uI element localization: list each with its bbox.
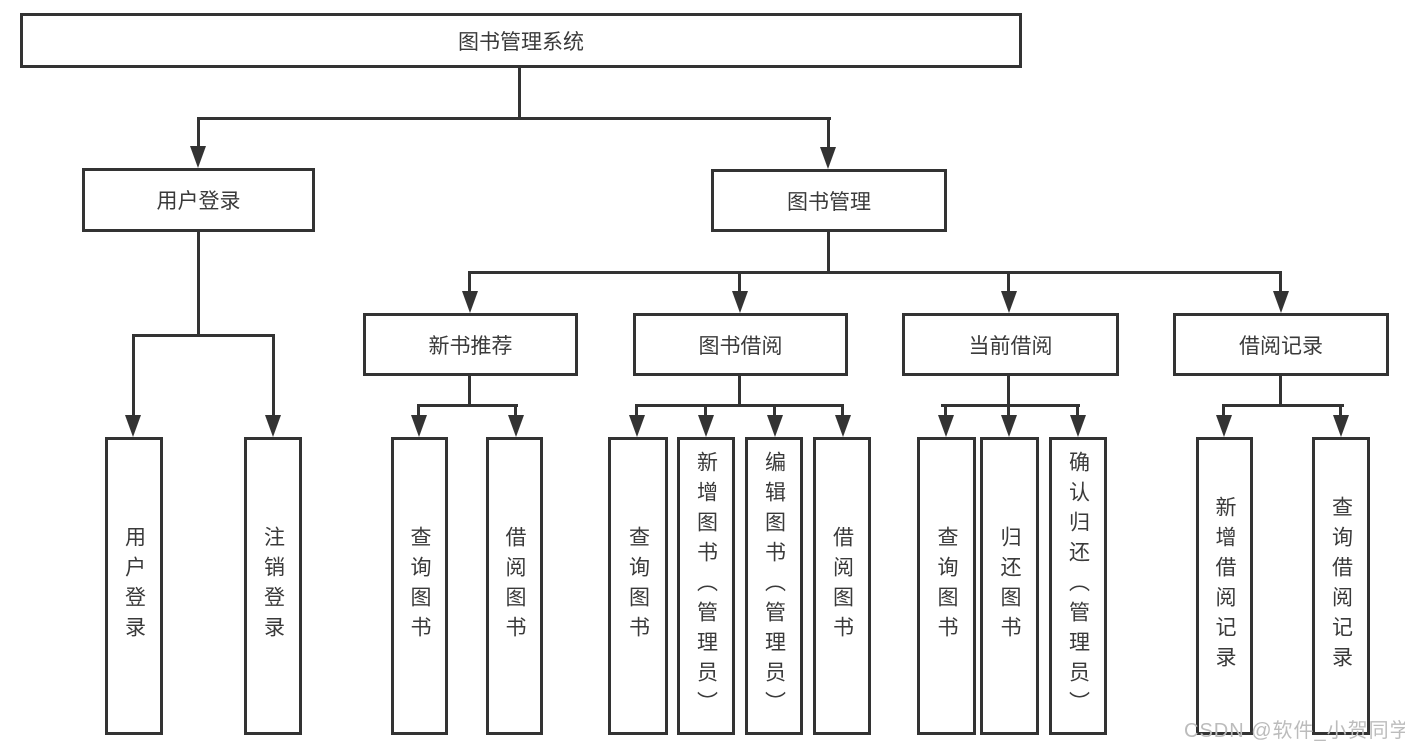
leaf-label: 查询图书 bbox=[626, 526, 650, 646]
arrowhead-down-icon bbox=[411, 415, 427, 437]
leaf-borrow-books: 借阅图书 bbox=[813, 437, 871, 735]
connector-line bbox=[132, 334, 135, 430]
node-new-book-recommend: 新书推荐 bbox=[363, 313, 578, 376]
connector-line bbox=[468, 271, 1282, 274]
arrowhead-down-icon bbox=[820, 147, 836, 169]
leaf-label: 确认归还（管理员） bbox=[1066, 451, 1090, 721]
leaf-label: 编辑图书（管理员） bbox=[762, 451, 786, 721]
connector-line bbox=[197, 117, 831, 120]
arrowhead-down-icon bbox=[835, 415, 851, 437]
leaf-label: 借阅图书 bbox=[503, 526, 526, 646]
arrowhead-down-icon bbox=[1216, 415, 1232, 437]
connector-line bbox=[468, 376, 471, 407]
node-borrow-records: 借阅记录 bbox=[1173, 313, 1389, 376]
arrowhead-down-icon bbox=[462, 291, 478, 313]
arrowhead-down-icon bbox=[732, 291, 748, 313]
connector-line bbox=[635, 404, 844, 407]
connector-line bbox=[417, 404, 518, 407]
connector-line bbox=[738, 376, 741, 407]
node-book-borrow: 图书借阅 bbox=[633, 313, 848, 376]
arrowhead-down-icon bbox=[125, 415, 141, 437]
leaf-query-borrow-record: 查询借阅记录 bbox=[1312, 437, 1370, 735]
connector-line bbox=[738, 271, 741, 307]
connector-line bbox=[197, 117, 200, 161]
connector-line bbox=[827, 117, 830, 162]
arrowhead-down-icon bbox=[629, 415, 645, 437]
arrowhead-down-icon bbox=[508, 415, 524, 437]
arrowhead-down-icon bbox=[698, 415, 714, 437]
arrowhead-down-icon bbox=[1333, 415, 1349, 437]
connector-line bbox=[197, 232, 200, 336]
connector-line bbox=[1279, 376, 1282, 407]
leaf-edit-book-admin: 编辑图书（管理员） bbox=[745, 437, 803, 735]
leaf-label: 查询图书 bbox=[935, 526, 958, 646]
leaf-label: 借阅图书 bbox=[830, 526, 854, 646]
connector-line bbox=[1222, 404, 1344, 407]
connector-line bbox=[1279, 271, 1282, 307]
leaf-user-login: 用户登录 bbox=[105, 437, 163, 735]
arrowhead-down-icon bbox=[190, 146, 206, 168]
connector-line bbox=[468, 271, 471, 307]
leaf-label: 注销登录 bbox=[261, 526, 285, 646]
leaf-add-borrow-record: 新增借阅记录 bbox=[1196, 437, 1253, 735]
arrowhead-down-icon bbox=[767, 415, 783, 437]
arrowhead-down-icon bbox=[1273, 291, 1289, 313]
leaf-query-books-recommend: 查询图书 bbox=[391, 437, 448, 735]
leaf-query-books-current: 查询图书 bbox=[917, 437, 976, 735]
connector-line bbox=[272, 334, 275, 430]
leaf-return-books: 归还图书 bbox=[980, 437, 1039, 735]
arrowhead-down-icon bbox=[938, 415, 954, 437]
arrowhead-down-icon bbox=[1001, 291, 1017, 313]
leaf-label: 查询图书 bbox=[408, 526, 431, 646]
leaf-label: 归还图书 bbox=[998, 526, 1021, 646]
connector-line bbox=[1007, 271, 1010, 307]
node-book-management: 图书管理 bbox=[711, 169, 947, 232]
leaf-label: 新增图书（管理员） bbox=[694, 451, 718, 721]
node-current-borrow: 当前借阅 bbox=[902, 313, 1119, 376]
arrowhead-down-icon bbox=[1070, 415, 1086, 437]
connector-line bbox=[1007, 376, 1010, 407]
csdn-watermark: CSDN @软件_小贺同学 bbox=[1184, 720, 1405, 742]
connector-line bbox=[827, 232, 830, 274]
leaf-label: 用户登录 bbox=[122, 526, 146, 646]
arrowhead-down-icon bbox=[1001, 415, 1017, 437]
leaf-logout: 注销登录 bbox=[244, 437, 302, 735]
arrowhead-down-icon bbox=[265, 415, 281, 437]
connector-line bbox=[132, 334, 275, 337]
leaf-label: 查询借阅记录 bbox=[1329, 496, 1353, 676]
node-user-login: 用户登录 bbox=[82, 168, 315, 232]
leaf-add-book-admin: 新增图书（管理员） bbox=[677, 437, 735, 735]
leaf-borrow-books-recommend: 借阅图书 bbox=[486, 437, 543, 735]
leaf-confirm-return-admin: 确认归还（管理员） bbox=[1049, 437, 1107, 735]
connector-line bbox=[518, 68, 521, 118]
leaf-label: 新增借阅记录 bbox=[1213, 496, 1236, 676]
leaf-query-books-borrow: 查询图书 bbox=[608, 437, 668, 735]
connector-line bbox=[941, 404, 1080, 407]
node-root: 图书管理系统 bbox=[20, 13, 1022, 68]
